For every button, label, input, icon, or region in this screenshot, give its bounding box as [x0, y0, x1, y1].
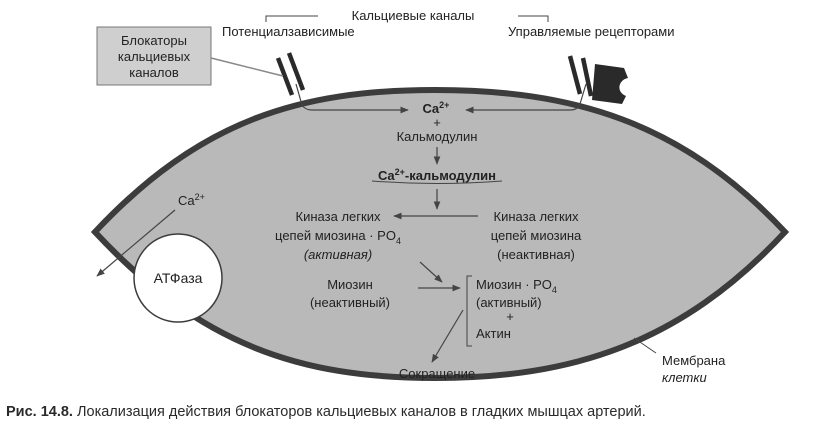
ca-exported-label: Ca2+ [178, 192, 205, 208]
myosin-inactive-line-2: (неактивный) [310, 295, 390, 310]
kinase-active-line-1: Киназа легких [296, 209, 381, 224]
kinase-active-line-3: (активная) [304, 247, 372, 262]
kinase-to-myosin-arrow [419, 261, 443, 283]
calmodulin-label: Кальмодулин [397, 129, 478, 144]
blockers-box [96, 26, 212, 86]
kinase-inactive-line-3: (неактивная) [497, 247, 575, 262]
plus-2: + [506, 309, 514, 324]
receptor-operated-channel [567, 55, 628, 104]
channels-bracket-right [518, 15, 549, 22]
atpase-label: АТФаза [154, 270, 203, 286]
calcium-channel-diagram: АТФаза Ca2+ Кальциевые каналы Потенциалз… [90, 8, 790, 385]
kinase-active-line-2: цепей миозина · PO4 [275, 228, 401, 246]
ca-influx-arrow-right [465, 83, 587, 114]
voltage-dependent-channel [275, 52, 306, 96]
myosin-inactive-line-1: Миозин [327, 277, 373, 292]
channels-bracket-left [265, 15, 318, 22]
ca-efflux-arrow [96, 209, 176, 277]
caption-text: Локализация действия блокаторов кальциев… [77, 404, 646, 420]
complex-underline [371, 180, 503, 184]
figure-caption: Рис. 14.8. Локализация действия блокатор… [6, 404, 810, 420]
membrane-label-line-1: Мембрана [662, 353, 726, 368]
kinase-inactive-line-1: Киназа легких [494, 209, 579, 224]
myosin-po4-line-2: (активный) [476, 295, 542, 310]
actin-label: Актин [476, 326, 511, 341]
contraction-arrow [431, 309, 464, 363]
voltage-dependent-label: Потенциалзависимые [222, 24, 355, 39]
plus-1: + [433, 115, 441, 130]
ca-calmodulin-label: Ca2+-кальмодулин [378, 167, 496, 183]
calcium-channels-label: Кальциевые каналы [352, 8, 475, 23]
cell-membrane [90, 86, 790, 382]
atpase-pump [133, 233, 223, 323]
membrane-label-line-2: клетки [662, 370, 707, 385]
ca-influx-arrow-left [295, 83, 409, 114]
myosin-po4-line-1: Миозин · PO4 [476, 277, 557, 295]
contraction-label: Сокращение [399, 366, 475, 381]
blockers-line-3: каналов [129, 65, 179, 80]
membrane-pointer [633, 337, 657, 354]
blockers-line-2: кальциевых [118, 49, 191, 64]
blocker-pointer [210, 57, 284, 77]
ca-label: Ca2+ [423, 100, 450, 116]
kinase-inactive-line-2: цепей миозина [491, 228, 582, 243]
caption-label: Рис. 14.8. [6, 404, 73, 420]
blockers-line-1: Блокаторы [121, 33, 187, 48]
receptor-operated-label: Управляемые рецепторами [508, 24, 675, 39]
actomyosin-bracket [466, 275, 472, 347]
